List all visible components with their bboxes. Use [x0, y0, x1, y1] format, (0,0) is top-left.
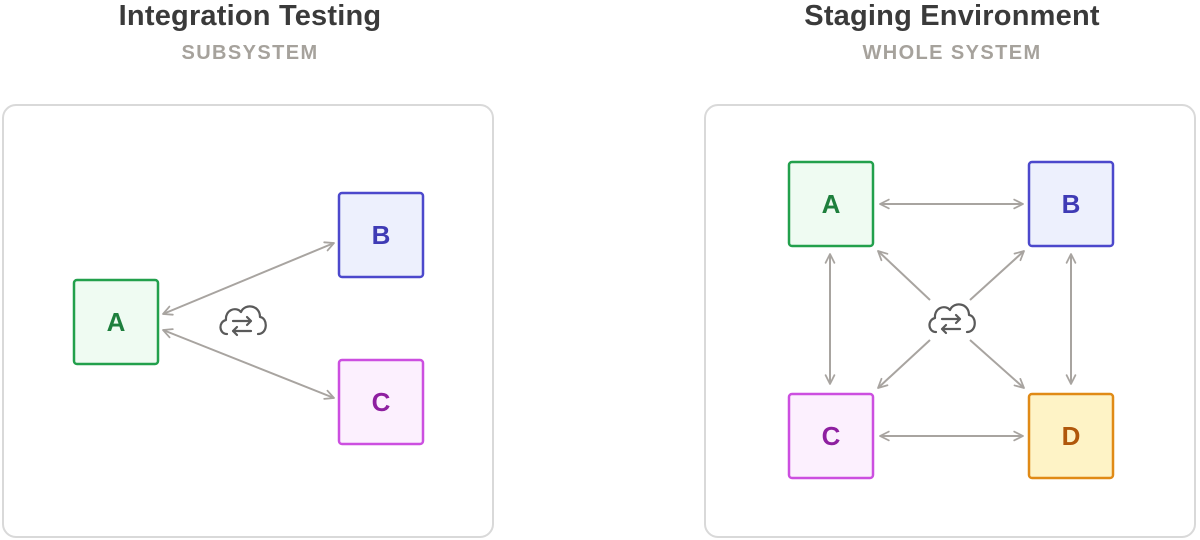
cloud-sync-icon	[928, 303, 976, 335]
integration-testing-diagram: A B C	[72, 191, 425, 446]
node-c-integration: C	[337, 358, 425, 446]
node-a-staging: A	[787, 160, 875, 248]
node-c-staging: C	[787, 392, 875, 480]
arrow-hub-a	[877, 250, 931, 301]
arrow-a-c	[162, 328, 335, 400]
panel-title-staging-environment: Staging Environment	[804, 0, 1100, 32]
node-b-label: B	[1062, 189, 1081, 219]
arrow-hub-d	[969, 339, 1025, 389]
panel-title-integration-testing: Integration Testing	[118, 0, 382, 32]
arrow-hub-b	[969, 250, 1025, 301]
node-d-label: D	[1062, 421, 1081, 451]
node-a-integration: A	[72, 278, 160, 366]
node-b-label: B	[372, 220, 391, 250]
node-d-staging: D	[1027, 392, 1115, 480]
node-b-staging: B	[1027, 160, 1115, 248]
node-c-label: C	[372, 387, 391, 417]
node-c-label: C	[822, 421, 841, 451]
node-b-integration: B	[337, 191, 425, 279]
arrow-hub-c	[877, 339, 931, 389]
panel-subtitle-whole-system: WHOLE SYSTEM	[862, 42, 1042, 64]
staging-environment-diagram: A B C D	[787, 160, 1115, 480]
node-a-label: A	[107, 307, 126, 337]
arrow-a-b	[162, 241, 335, 316]
cloud-sync-icon	[219, 305, 267, 337]
node-a-label: A	[822, 189, 841, 219]
panel-subtitle-subsystem: SUBSYSTEM	[181, 42, 319, 64]
